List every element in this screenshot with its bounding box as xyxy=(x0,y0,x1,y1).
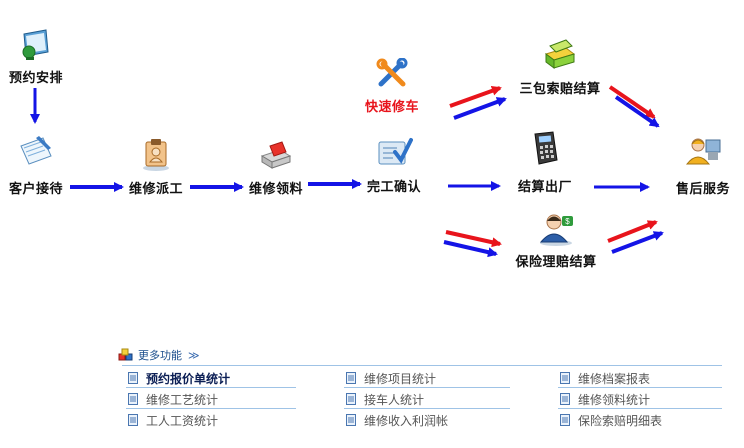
link-label: 保险索赔明细表 xyxy=(578,413,663,428)
link-label: 维修工艺统计 xyxy=(146,392,219,407)
arrow-quick-blue xyxy=(453,97,507,120)
node-parts-label: 维修领料 xyxy=(248,182,303,197)
booking-book-icon xyxy=(22,29,49,60)
link-repair-archive-report[interactable]: 维修档案报表 xyxy=(560,368,650,388)
document-icon xyxy=(128,372,138,384)
arrow-complete-red xyxy=(445,230,502,248)
node-warranty-label: 三包索赔结算 xyxy=(519,82,601,97)
link-label: 预约报价单统计 xyxy=(146,371,231,386)
arrow-complete-blue xyxy=(443,240,498,258)
document-icon xyxy=(560,393,570,405)
node-complete[interactable]: 完工确认 xyxy=(356,136,432,195)
arrow-warranty-blue xyxy=(614,95,660,128)
row-underline xyxy=(344,408,510,409)
link-repair-income-profit[interactable]: 维修收入利润帐 xyxy=(346,410,448,430)
workflow-arrows xyxy=(30,85,664,258)
node-dispatch-label: 维修派工 xyxy=(128,182,183,197)
node-aftersales[interactable]: 售后服务 xyxy=(666,134,740,197)
aftersales-agent-icon xyxy=(685,138,721,165)
node-insurance-label: 保险理赔结算 xyxy=(515,255,597,270)
node-quick-repair[interactable]: 快速修车 xyxy=(354,58,430,115)
module-cubes-icon xyxy=(118,348,133,361)
link-label: 维修收入利润帐 xyxy=(364,413,449,428)
link-repair-item-stats[interactable]: 维修项目统计 xyxy=(346,368,436,388)
node-settlement[interactable]: 结算出厂 xyxy=(500,130,590,195)
node-complete-label: 完工确认 xyxy=(366,180,421,195)
quick-repair-tools-icon xyxy=(376,58,408,87)
node-dispatch[interactable]: 维修派工 xyxy=(120,138,192,197)
node-reception[interactable]: 客户接待 xyxy=(0,134,72,197)
row-underline xyxy=(344,387,510,388)
more-functions-title: 更多功能 xyxy=(138,349,182,362)
double-chevron-icon: ≫ xyxy=(188,348,199,362)
more-functions-header[interactable]: 更多功能 ≫ xyxy=(118,346,199,364)
warranty-money-icon xyxy=(544,39,576,69)
header-divider xyxy=(122,365,722,366)
link-booking-quote-stats[interactable]: 预约报价单统计 xyxy=(128,368,230,388)
link-insurance-claim-details[interactable]: 保险索赔明细表 xyxy=(560,410,662,430)
parts-printer-icon xyxy=(260,141,292,169)
row-underline xyxy=(126,408,296,409)
node-quick-repair-label: 快速修车 xyxy=(364,100,419,115)
row-underline xyxy=(558,408,722,409)
complete-check-icon xyxy=(378,138,413,165)
row-underline xyxy=(126,387,296,388)
arrow-warranty-red xyxy=(608,85,656,119)
document-icon xyxy=(560,414,570,426)
row-underline xyxy=(558,387,722,388)
reception-notepad-icon xyxy=(20,136,52,165)
link-label: 维修档案报表 xyxy=(578,371,651,386)
node-aftersales-label: 售后服务 xyxy=(675,182,730,197)
arrow-insurance-red xyxy=(607,220,658,243)
document-icon xyxy=(346,372,356,384)
arrow-insurance-blue xyxy=(611,231,664,254)
dispatch-clipboard-icon xyxy=(143,139,169,171)
document-icon xyxy=(560,372,570,384)
node-parts[interactable]: 维修领料 xyxy=(240,140,312,197)
node-warranty[interactable]: 三包索赔结算 xyxy=(504,38,616,97)
document-icon xyxy=(346,393,356,405)
document-icon xyxy=(346,414,356,426)
link-parts-issue-stats[interactable]: 维修领料统计 xyxy=(560,389,650,409)
link-label: 工人工资统计 xyxy=(146,413,219,428)
node-booking[interactable]: 预约安排 xyxy=(0,28,72,86)
node-booking-label: 预约安排 xyxy=(8,71,63,86)
svg-text:$: $ xyxy=(565,217,570,226)
link-label: 维修项目统计 xyxy=(364,371,437,386)
link-label: 接车人统计 xyxy=(364,392,425,407)
node-settlement-label: 结算出厂 xyxy=(517,180,572,195)
insurance-agent-icon: $ xyxy=(539,214,573,246)
node-insurance[interactable]: $ 保险理赔结算 xyxy=(500,212,612,272)
settlement-pos-terminal-icon xyxy=(534,131,558,165)
link-receiver-stats[interactable]: 接车人统计 xyxy=(346,389,424,409)
link-repair-process-stats[interactable]: 维修工艺统计 xyxy=(128,389,218,409)
link-label: 维修领料统计 xyxy=(578,392,651,407)
arrow-quick-red xyxy=(449,86,502,108)
node-reception-label: 客户接待 xyxy=(8,182,63,197)
document-icon xyxy=(128,393,138,405)
link-worker-wage-stats[interactable]: 工人工资统计 xyxy=(128,410,218,430)
document-icon xyxy=(128,414,138,426)
